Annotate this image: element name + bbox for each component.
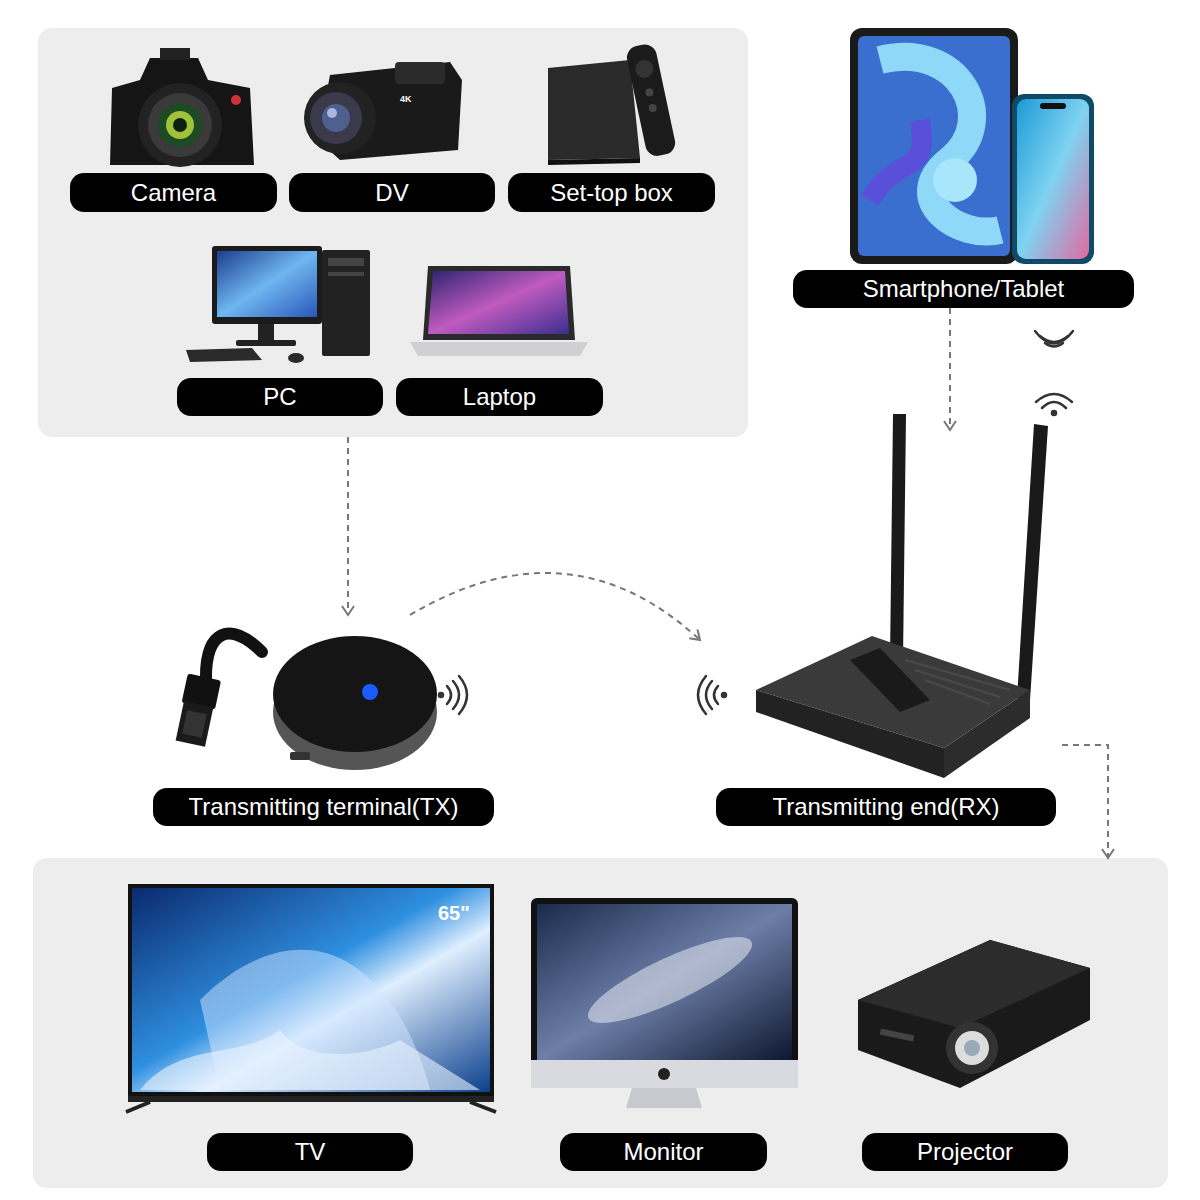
display-panel: TV Monitor Projector [33, 858, 1168, 1188]
label-text: PC [177, 378, 383, 416]
display-label: TV [207, 1133, 413, 1171]
label-text: Transmitting terminal(TX) [153, 788, 494, 826]
label-text: Transmitting end(RX) [716, 788, 1056, 826]
label-text: Set-top box [508, 173, 715, 212]
label-text: TV [207, 1133, 413, 1171]
display-label: Projector [862, 1133, 1068, 1171]
device-label: Laptop [396, 378, 603, 416]
dashed-arrow [1062, 745, 1108, 858]
model-badge: 4K [400, 94, 412, 104]
device-label: Set-top box [508, 173, 715, 212]
label-text: Smartphone/Tablet [793, 270, 1134, 308]
device-panel: Camera DV Set-top boxPC Laptop [38, 28, 748, 437]
device-label: PC [177, 378, 383, 416]
transmitter-unit: Transmitting terminal(TX) [150, 615, 500, 828]
dashed-arrow [347, 437, 349, 615]
label-text: Projector [862, 1133, 1068, 1171]
receiver-unit: Transmitting end(RX) [700, 430, 1062, 828]
label-text: DV [289, 173, 495, 212]
label-text: Monitor [560, 1133, 767, 1171]
device-group: Smartphone/Tablet [790, 25, 1136, 308]
label-text: Laptop [396, 378, 603, 416]
dashed-arrow [949, 308, 951, 430]
device-label: DV [289, 173, 495, 212]
label-text: Camera [70, 173, 277, 212]
dashed-arrow [410, 573, 700, 640]
device-label: Camera [70, 173, 277, 212]
screen-size: 65" [438, 902, 470, 925]
display-label: Monitor [560, 1133, 767, 1171]
